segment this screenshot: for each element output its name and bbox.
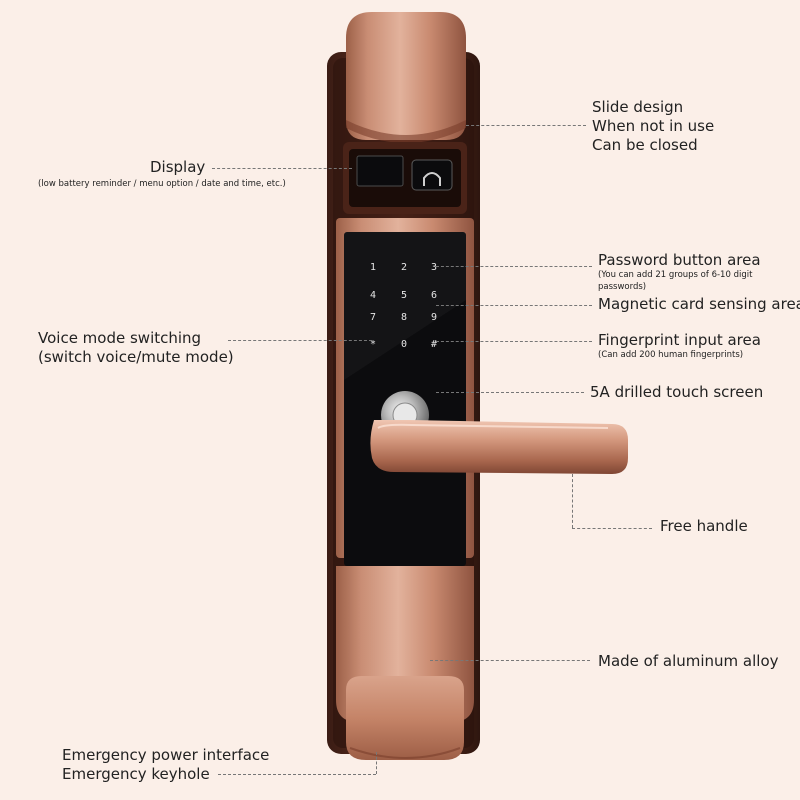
callout-display-title: Display — [150, 158, 206, 176]
leader-touchscreen — [436, 392, 584, 393]
leader-alloy — [430, 660, 590, 661]
callout-password-title: Password button area — [598, 251, 761, 269]
callout-magnetic: Magnetic card sensing area — [598, 295, 800, 313]
callout-slide-design-3: Can be closed — [592, 136, 698, 154]
keypad-key-2[interactable]: 2 — [401, 262, 407, 273]
callout-emergency-1: Emergency power interface — [62, 746, 270, 764]
keypad-key-0[interactable]: 0 — [401, 339, 407, 350]
keypad-key-4[interactable]: 4 — [370, 290, 376, 301]
keypad-key-5[interactable]: 5 — [401, 290, 407, 301]
leader-handle-h — [572, 528, 652, 529]
bottom-cap — [346, 676, 464, 760]
slide-cover — [346, 12, 466, 140]
leader-fingerprint — [436, 341, 592, 342]
callout-emergency-2: Emergency keyhole — [62, 765, 210, 783]
callout-voice-2: (switch voice/mute mode) — [38, 348, 234, 366]
leader-emergency-v — [376, 752, 377, 774]
callout-password-note-2: passwords) — [598, 282, 647, 292]
keypad: 1 2 3 4 5 6 7 8 9 * 0 # — [370, 262, 437, 350]
leader-handle-v — [572, 474, 573, 528]
keypad-key-star[interactable]: * — [370, 339, 376, 350]
keypad-key-3[interactable]: 3 — [431, 262, 437, 273]
lcd-display — [356, 155, 404, 187]
keypad-key-hash[interactable]: # — [431, 339, 437, 350]
keypad-key-6[interactable]: 6 — [431, 290, 437, 301]
callout-touchscreen: 5A drilled touch screen — [590, 383, 764, 401]
leader-slide — [466, 125, 586, 126]
callout-fingerprint-note: (Can add 200 human fingerprints) — [598, 350, 744, 360]
callout-password-note-1: (You can add 21 groups of 6-10 digit — [598, 270, 753, 280]
leader-display — [212, 168, 352, 169]
callout-slide-design-1: Slide design — [592, 98, 684, 116]
keypad-key-7[interactable]: 7 — [370, 312, 376, 323]
callout-handle: Free handle — [660, 517, 748, 535]
leader-password — [436, 266, 592, 267]
keypad-key-1[interactable]: 1 — [370, 262, 376, 273]
callout-alloy: Made of aluminum alloy — [598, 652, 779, 670]
callout-slide-design-2: When not in use — [592, 117, 715, 135]
callout-voice-1: Voice mode switching — [38, 329, 202, 347]
leader-emergency-h — [218, 774, 376, 775]
fingerprint-sensor — [411, 159, 453, 191]
callout-display-note: (low battery reminder / menu option / da… — [38, 179, 286, 189]
leader-voice — [228, 340, 372, 341]
leader-magnetic — [436, 305, 592, 306]
callout-fingerprint-title: Fingerprint input area — [598, 331, 761, 349]
keypad-key-8[interactable]: 8 — [401, 312, 407, 323]
lever-handle — [370, 420, 628, 474]
keypad-key-9[interactable]: 9 — [431, 312, 437, 323]
